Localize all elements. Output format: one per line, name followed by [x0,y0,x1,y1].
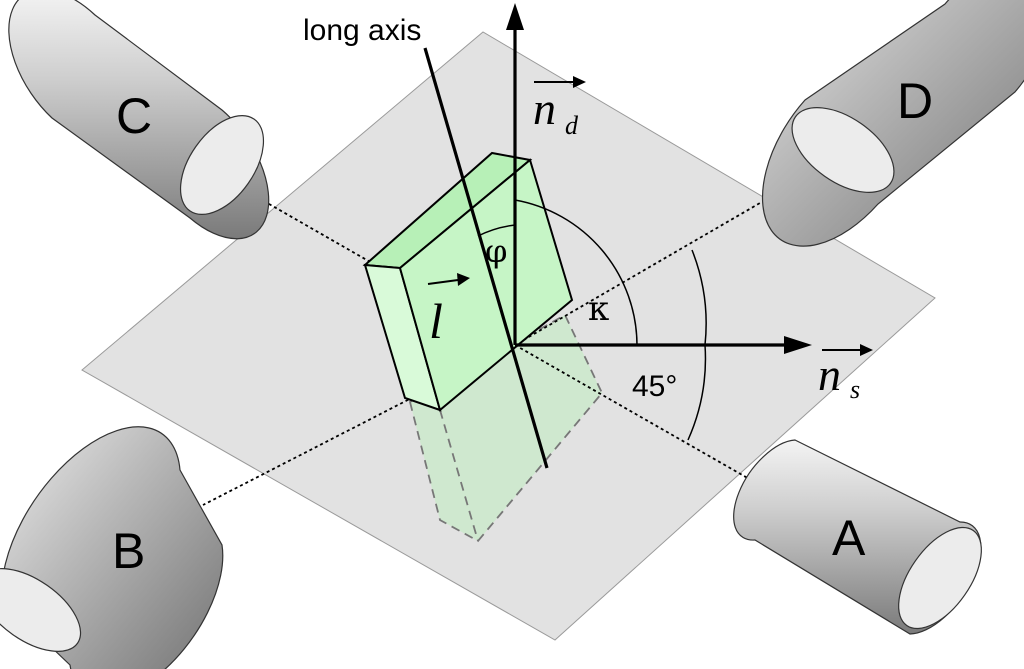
detector-d-face [791,107,895,193]
crystal-projection [408,313,604,543]
l-vector-letter: l [429,293,443,349]
detector-c: C [8,0,270,240]
angle-45-arc-upper [691,249,707,346]
detector-b-label: B [112,523,145,579]
phi-label: φ [485,232,507,270]
detector-line-c-a-lower [514,344,766,489]
nd-axis-arrowhead [506,3,524,30]
detector-c-label: C [116,88,152,144]
detector-c-face [179,114,265,216]
detector-a: A [733,439,982,635]
nd-vector-subscript: d [565,111,579,140]
crystal-front-face [398,158,574,412]
angle-45-arc-lower [687,344,707,441]
detector-a-face [898,526,982,630]
l-vector-label: l [427,273,470,349]
ns-vector-subscript: s [850,375,860,404]
nd-vector-bar-arrowhead [573,76,586,88]
kappa-arc [514,199,638,346]
detector-b: B [0,426,224,669]
crystal-block [362,151,574,412]
ns-axis-arrowhead [784,336,812,354]
nd-vector-letter: n [533,83,556,134]
kappa-label: κ [588,289,609,329]
detector-a-label: A [832,510,866,566]
detector-b-face [0,568,82,652]
detector-d-label: D [897,73,933,129]
ns-vector-bar-arrowhead [860,344,873,356]
detector-line-d-b-lower [202,344,516,506]
ns-vector-label: n s [818,344,873,404]
detector-line-d-b [514,151,849,346]
detector-d: D [761,0,1024,247]
l-vector-bar [427,279,459,285]
long-axis-line [423,47,549,469]
angle-45-label: 45° [632,370,677,403]
ns-vector-letter: n [818,349,841,400]
l-vector-bar-arrowhead [457,273,470,286]
nd-vector-label: n d [533,76,586,140]
detector-d-body [761,0,1024,247]
long-axis-label: long axis [303,14,421,47]
crystal-projection-edge [439,409,479,542]
